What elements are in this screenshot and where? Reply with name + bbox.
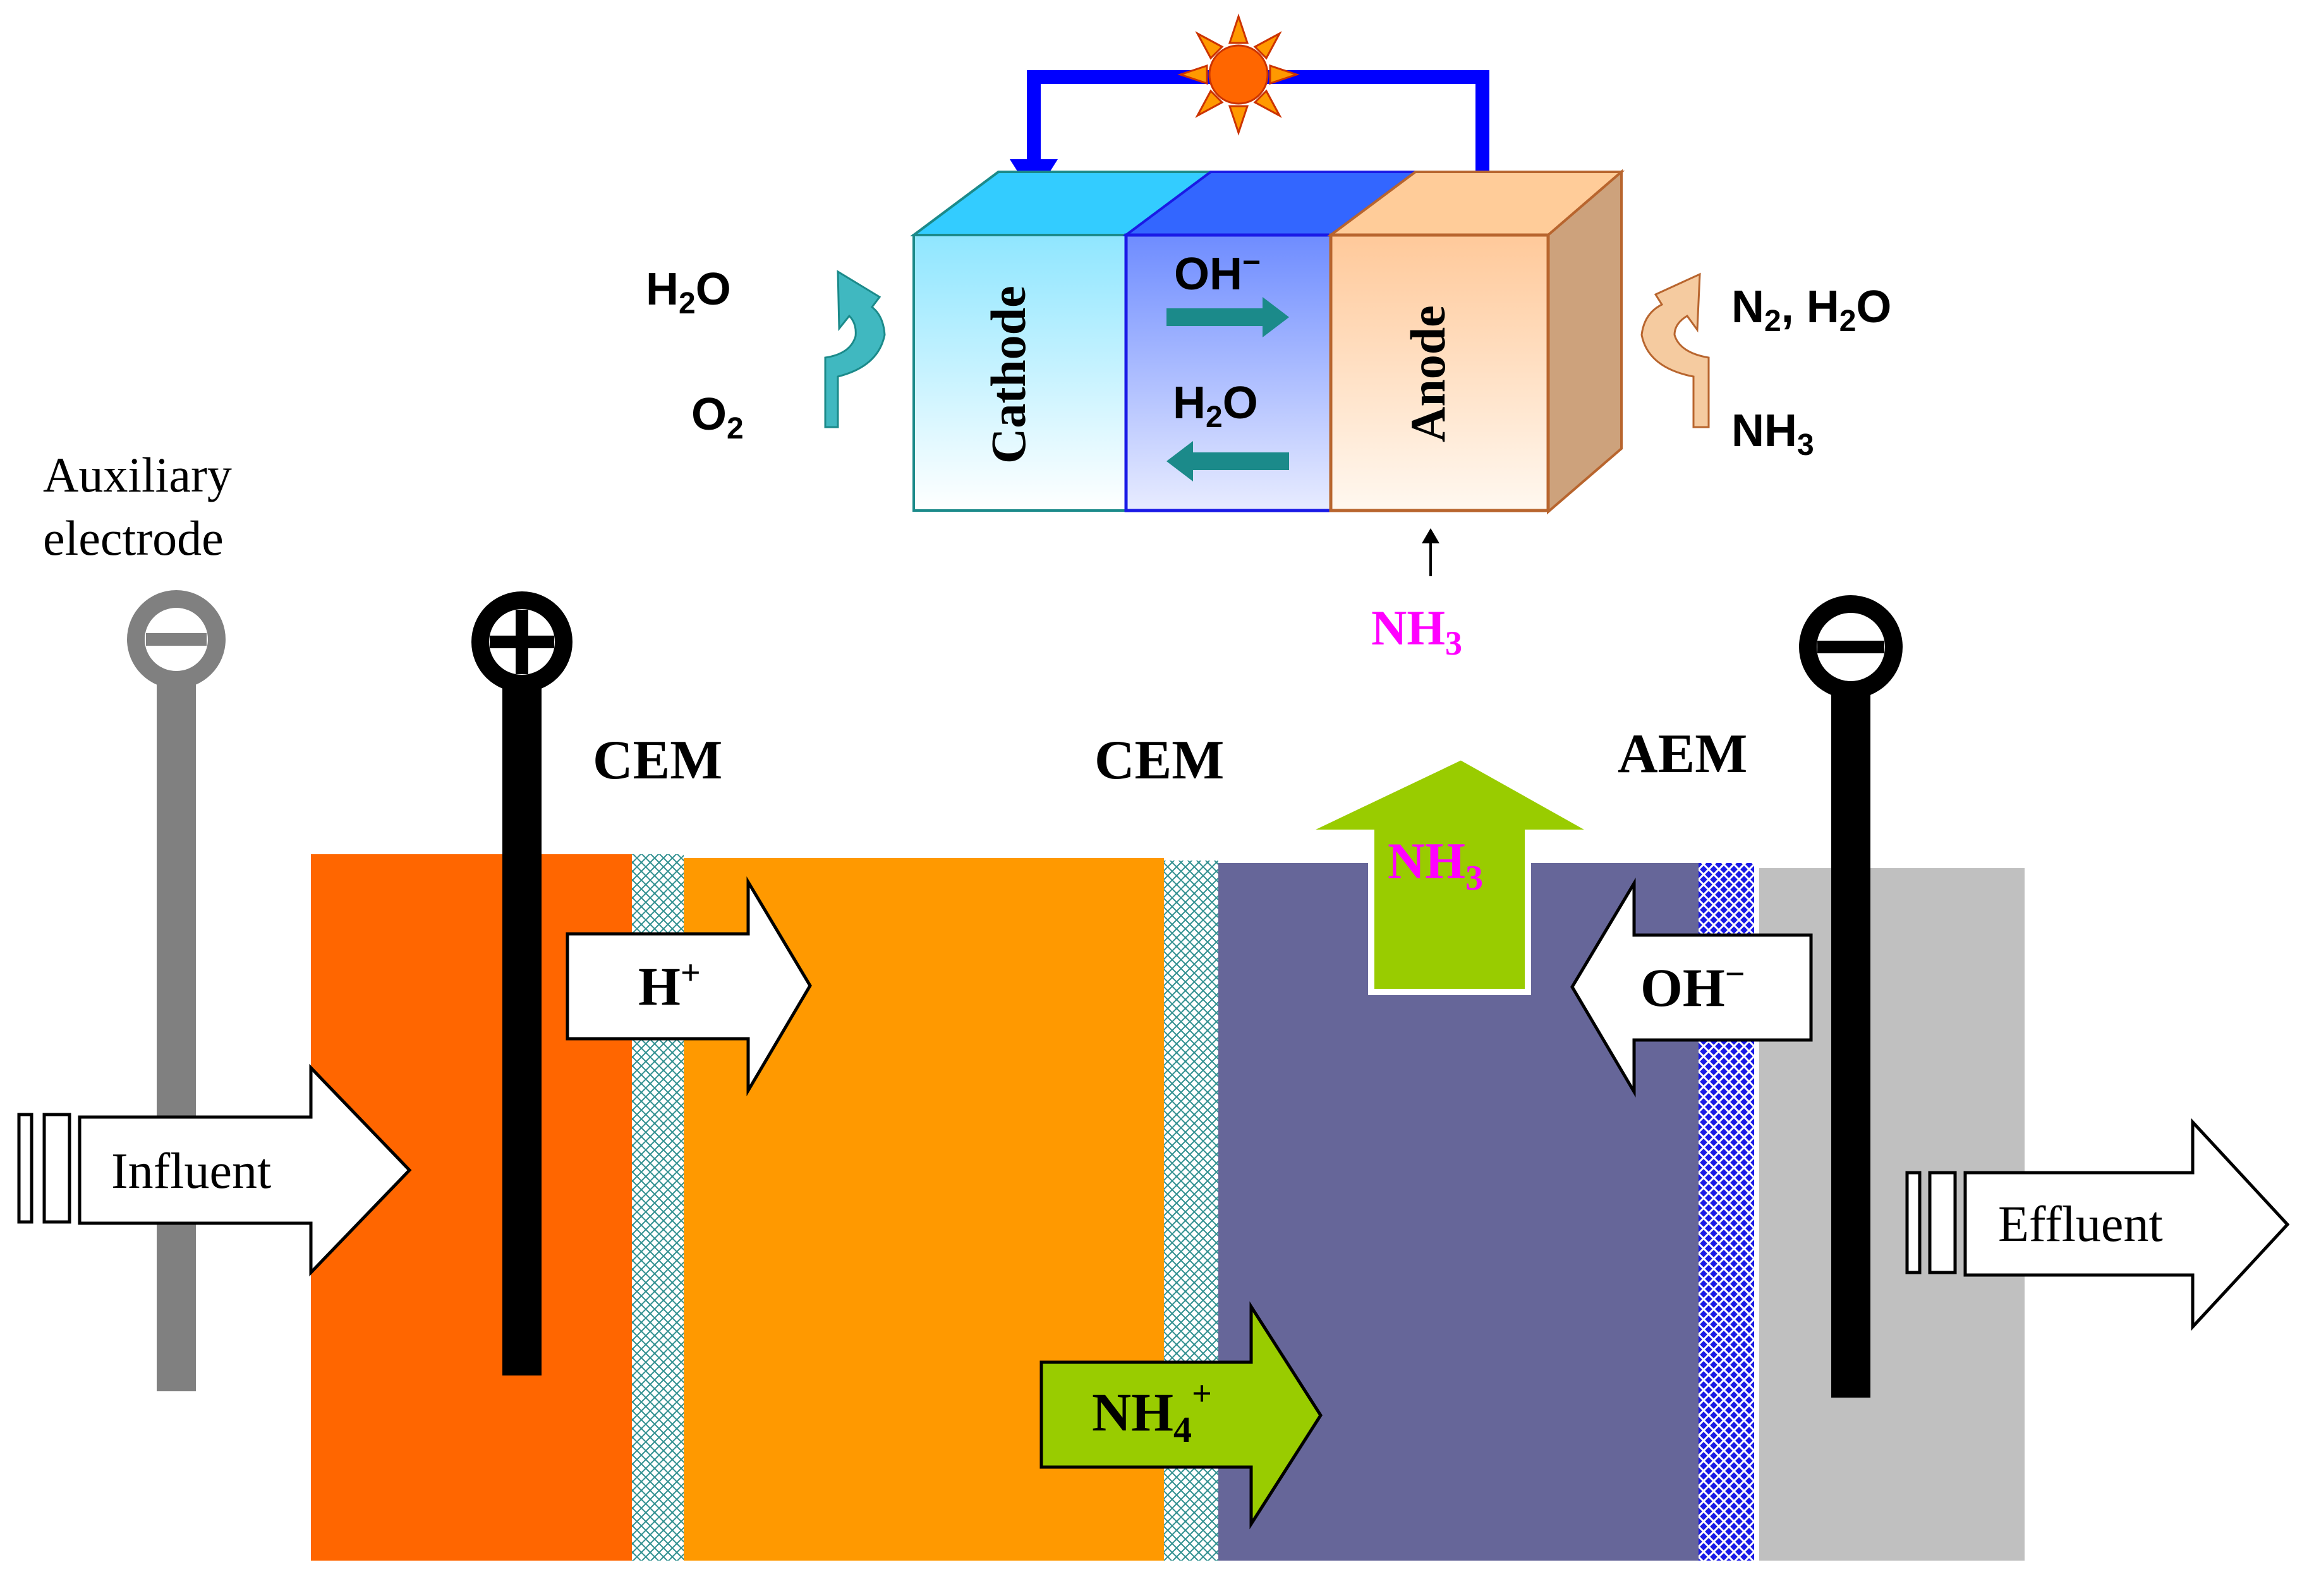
cathode-reactant-label: O2 <box>691 389 744 445</box>
h2o-flow-arrow <box>1166 441 1289 481</box>
anode-electrode-rod <box>502 679 542 1375</box>
h-plus-label: H+ <box>638 953 701 1017</box>
sun-icon <box>1177 13 1300 136</box>
anode-block <box>1329 233 1550 512</box>
effluent-arrow <box>1905 1118 2290 1331</box>
minus-circle-icon <box>127 590 226 689</box>
fc-oh-minus-label: OH− <box>1174 245 1261 299</box>
auxiliary-electrode-rod <box>157 682 196 1391</box>
cem-left-label: CEM <box>593 730 722 791</box>
influent-arrow <box>17 1063 412 1277</box>
nh3-stripping-label: NH3 <box>1388 832 1483 898</box>
h-plus-arrow <box>566 876 812 1097</box>
nh4-plus-arrow <box>1039 1301 1323 1530</box>
plus-circle-icon <box>471 591 572 692</box>
auxiliary-electrode-label-line2: electrode <box>43 511 224 565</box>
cathode-reaction-arrow <box>824 270 886 428</box>
nh3-input-arrowhead <box>1422 528 1439 543</box>
cathode-label: Cathode <box>981 286 1036 464</box>
fc-h2o-label: H2O <box>1173 378 1258 434</box>
nh3-up-arrow <box>1300 753 1609 995</box>
cem-middle-label: CEM <box>1094 730 1224 791</box>
anode-reactant-label: NH3 <box>1731 406 1814 462</box>
anode-product-label: N2, H2O <box>1731 282 1891 338</box>
effluent-label: Effluent <box>1998 1197 2163 1252</box>
oh-minus-label: OH− <box>1640 955 1745 1018</box>
aem-label: AEM <box>1618 723 1747 785</box>
cathode-block <box>912 234 1127 512</box>
anode-label: Anode <box>1400 305 1455 442</box>
minus-circle-icon <box>1799 595 1903 699</box>
nh4-plus-label: NH4+ <box>1092 1374 1212 1450</box>
anode-reaction-arrow <box>1640 272 1710 428</box>
influent-label: Influent <box>111 1144 271 1199</box>
oh-minus-flow-arrow <box>1166 297 1289 337</box>
nh3-input-label: NH3 <box>1371 600 1462 662</box>
oh-minus-arrow <box>1570 877 1813 1098</box>
auxiliary-electrode-label: Auxiliary <box>43 447 232 502</box>
cathode-product-label: H2O <box>646 264 731 320</box>
cathode-electrode-rod <box>1831 682 1870 1398</box>
